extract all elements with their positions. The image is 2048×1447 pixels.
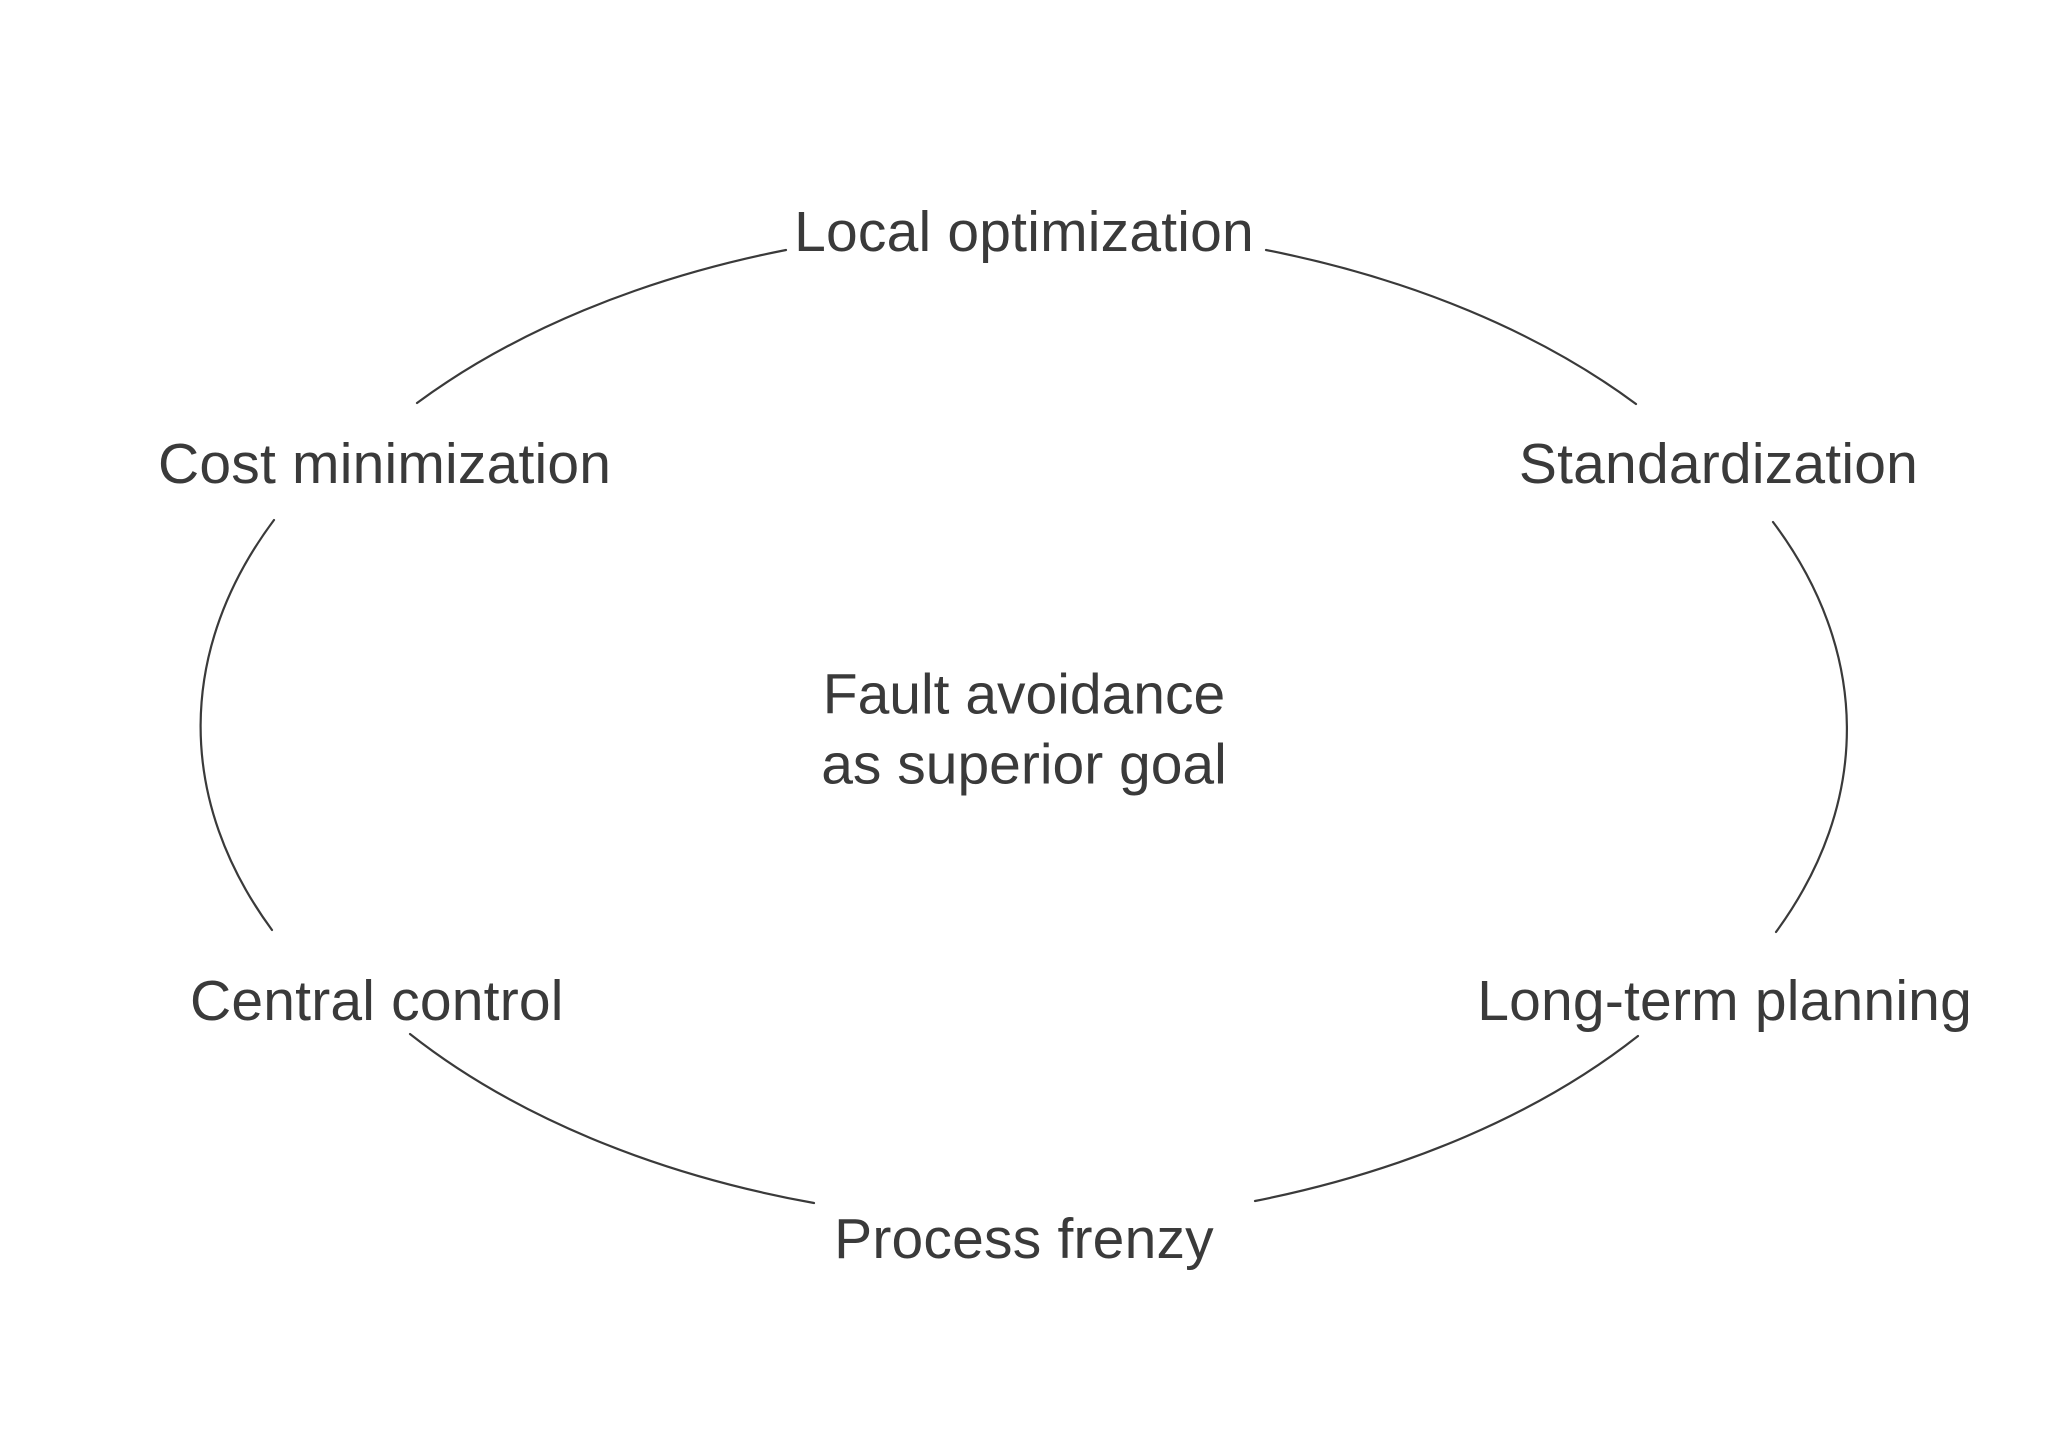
node-label-local-optimization: Local optimization (794, 200, 1254, 265)
center-goal-line-1: Fault avoidance (822, 662, 1226, 727)
node-label-process-frenzy: Process frenzy (834, 1207, 1214, 1272)
node-label-cost-minimization: Cost minimization (158, 432, 612, 497)
center-goal-line-2: as superior goal (821, 732, 1227, 796)
arc-local-optimization-to-standardization (1264, 248, 1638, 406)
arc-standardization-to-long-term-planning (1771, 520, 1848, 934)
arc-cost-minimization-to-local-optimization (415, 248, 788, 405)
node-label-central-control: Central control (190, 969, 564, 1034)
node-label-standardization: Standardization (1518, 432, 1918, 497)
center-goal-label: Fault avoidance as superior goal (821, 660, 1227, 799)
arc-central-control-to-cost-minimization (199, 518, 276, 932)
node-label-long-term-planning: Long-term planning (1477, 969, 1972, 1034)
arc-process-frenzy-to-central-control (408, 1032, 816, 1205)
arc-group (199, 248, 1848, 1205)
arc-long-term-planning-to-process-frenzy (1253, 1034, 1640, 1203)
